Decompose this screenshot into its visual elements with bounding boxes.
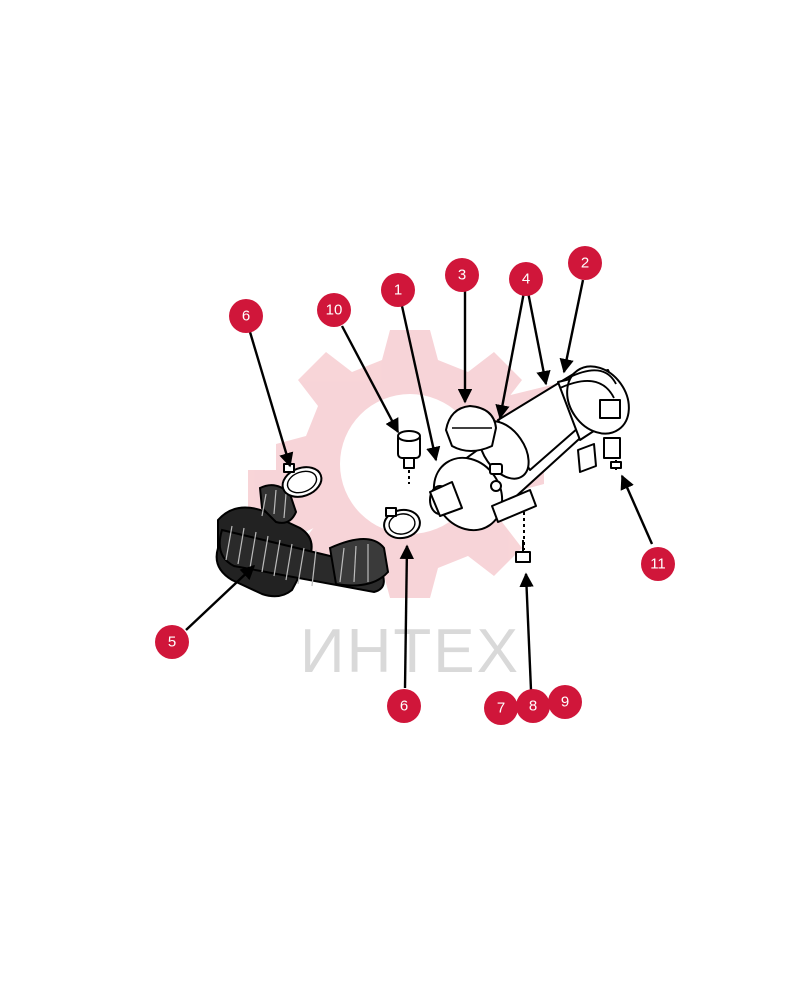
callout-10: 10 [317,293,351,327]
leader-8 [519,572,534,691]
callout-6-lower: 6 [387,689,421,723]
callout-label: 7 [497,700,505,717]
callout-label: 2 [581,255,589,272]
callout-label: 9 [561,694,569,711]
vacuator-valve [397,430,421,484]
callout-label: 6 [400,698,408,715]
callout-3: 3 [445,258,479,292]
leader-11 [620,474,654,545]
callout-label: 4 [522,271,530,288]
callout-11: 11 [641,547,675,581]
callout-8: 8 [516,689,550,723]
corrugated-hose [215,484,390,598]
callout-label: 8 [529,698,537,715]
watermark-text: ИНТЕХ [300,617,520,686]
leader-1 [400,305,441,462]
leader-2 [559,279,585,374]
leader-4a [495,291,526,420]
leader-6b [399,544,415,689]
callout-9: 9 [548,685,582,719]
leader-5 [185,565,256,631]
leader-6a [248,331,294,468]
callout-label: 6 [242,308,250,325]
hose-clamp-lower [383,507,421,540]
callout-label: 1 [394,282,402,299]
callout-1: 1 [381,273,415,307]
callout-label: 3 [458,267,466,284]
callout-label: 11 [650,556,666,573]
hose-clamp-upper [281,463,323,498]
callout-5: 5 [155,625,189,659]
callout-6-upper: 6 [229,299,263,333]
air-cleaner-assembly [429,365,630,563]
callout-label: 5 [168,634,176,651]
callout-label: 10 [326,302,343,319]
leader-lines [185,279,654,691]
leader-4b [526,291,551,386]
callout-2: 2 [568,246,602,280]
callout-7: 7 [484,691,518,725]
callout-4: 4 [509,262,543,296]
leader-10 [340,325,400,434]
